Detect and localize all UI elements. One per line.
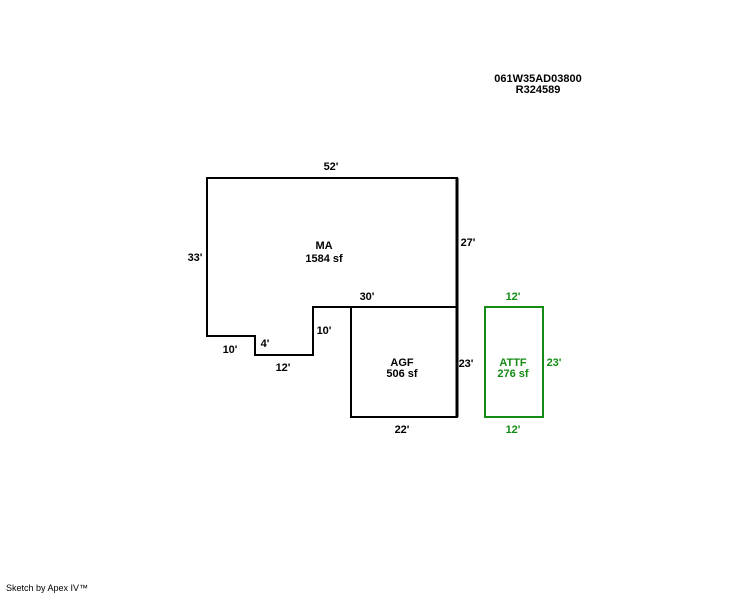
agf-area: 506 sf <box>386 368 418 380</box>
ma-dim-bottom: 12' <box>276 362 291 374</box>
agf-dim-bottom: 22' <box>395 424 410 436</box>
ma-dim-step-vertical: 4' <box>261 338 270 350</box>
agf-label: AGF <box>390 357 414 369</box>
ma-outline <box>206 177 458 356</box>
attf-label: ATTF <box>499 357 527 369</box>
ma-dim-right: 27' <box>461 237 476 249</box>
attf-outline <box>484 306 544 418</box>
ma-dim-inner-vertical: 10' <box>317 325 332 337</box>
ma-dim-top: 52' <box>324 161 339 173</box>
attf-dim-right: 23' <box>547 357 562 369</box>
sketch-credit: Sketch by Apex IV™ <box>6 583 89 593</box>
ma-dim-left: 33' <box>188 252 203 264</box>
ma-area: 1584 sf <box>305 253 343 265</box>
ma-label: MA <box>315 240 332 252</box>
attf-dim-top: 12' <box>506 291 521 303</box>
attf-dim-bottom: 12' <box>506 424 521 436</box>
ma-dim-inner-top: 30' <box>360 291 375 303</box>
account-number: R324589 <box>516 84 561 96</box>
ma-dim-step-bottom: 10' <box>223 344 238 356</box>
attf-area: 276 sf <box>497 368 529 380</box>
agf-dim-right: 23' <box>459 358 474 370</box>
parcel-id: 061W35AD03800 <box>494 73 581 85</box>
